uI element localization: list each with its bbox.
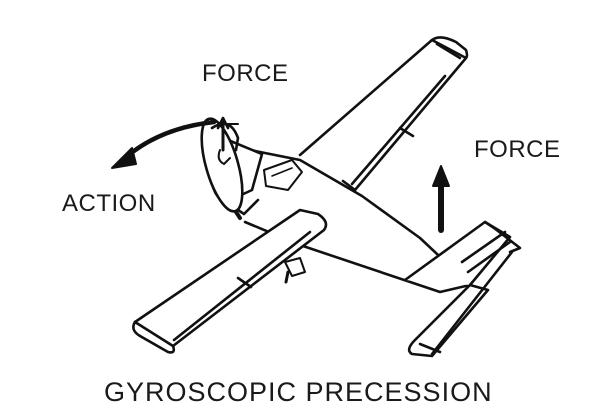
force-label-tail: FORCE (474, 136, 561, 163)
diagram-caption: GYROSCOPIC PRECESSION (104, 377, 493, 407)
action-curved-arrow-icon (111, 119, 217, 169)
force-arrow-propeller-icon (216, 116, 239, 152)
force-label-propeller: FORCE (202, 60, 289, 87)
force-arrow-tail-icon (432, 165, 450, 233)
left-wing (132, 208, 328, 354)
right-wing (298, 36, 469, 192)
propeller-disc (200, 117, 244, 213)
tail-assembly (403, 220, 522, 358)
action-label: ACTION (62, 190, 156, 217)
